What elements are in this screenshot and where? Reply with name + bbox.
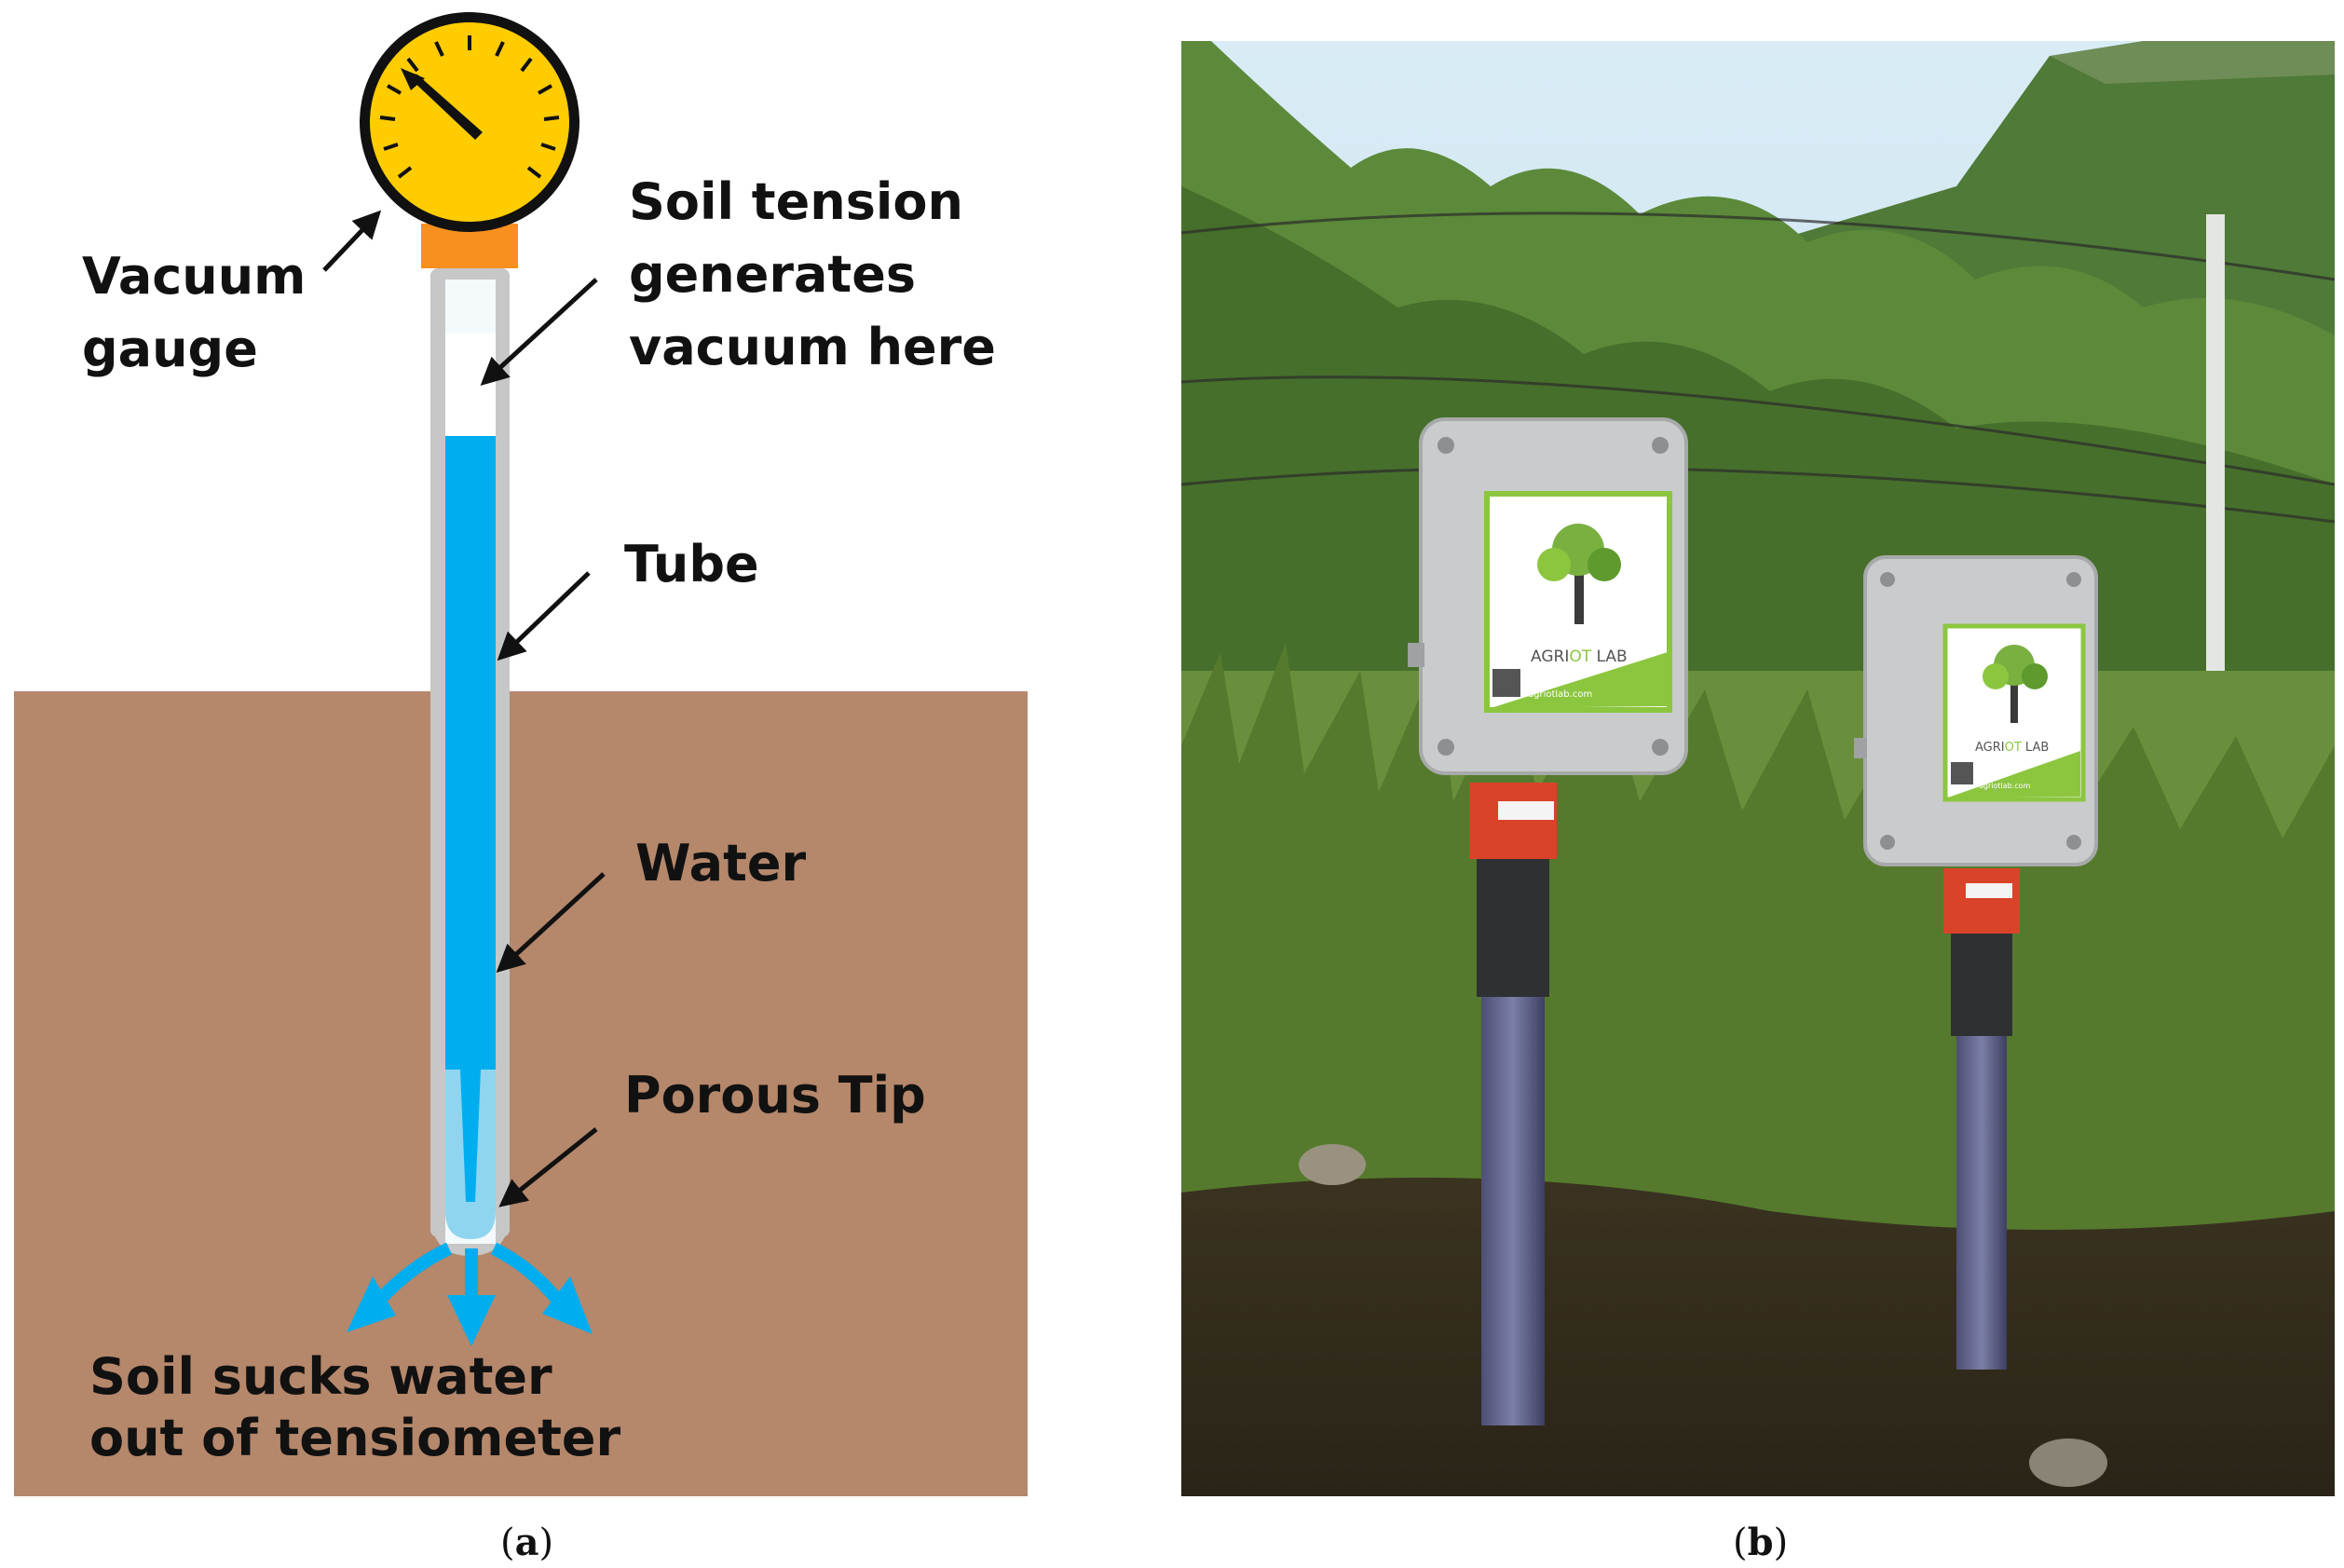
- label-soil-sucks-2: out of tensiometer: [89, 1409, 621, 1467]
- caption-a: (a): [500, 1520, 554, 1564]
- qr-code-left: [1492, 669, 1520, 697]
- gauge-needle: [402, 71, 483, 140]
- label-soil-tension-2: generates: [629, 245, 916, 304]
- label-soil-tension-1: Soil tension: [629, 172, 963, 231]
- porous-tip-inner: [460, 1070, 481, 1202]
- soil-area: [14, 691, 1028, 1496]
- water-column: [445, 436, 496, 1070]
- device-website-right: agriotlab.com: [1979, 782, 2031, 790]
- device-website-left: agriotlab.com: [1528, 689, 1592, 700]
- ground: [1181, 1178, 2335, 1496]
- label-vacuum-gauge-1: Vacuum: [82, 247, 306, 306]
- qr-code-right: [1951, 762, 1973, 784]
- leader-arrows: [322, 210, 606, 1207]
- label-soil-tension-3: vacuum here: [629, 318, 996, 376]
- panel-a: Vacuum gauge Soil tension generates vacu…: [14, 12, 1028, 1496]
- label-water: Water: [635, 834, 807, 893]
- device-brand-right: AGRIOT LAB: [1975, 741, 2049, 755]
- panel-b-photo: AGRIOT LAB agriotlab.com AG: [1181, 41, 2335, 1496]
- pipe-left: [1481, 988, 1545, 1425]
- tensiometer-device-right: AGRIOT LAB agriotlab.com: [1854, 555, 2098, 1370]
- gauge-ticks: [379, 35, 560, 179]
- label-soil-sucks-1: Soil sucks water: [89, 1347, 552, 1406]
- vacuum-gauge: [360, 12, 579, 232]
- collar-left: [1469, 783, 1557, 859]
- vacuum-region: [445, 334, 496, 436]
- tensiometer-device-left: AGRIOT LAB agriotlab.com: [1408, 417, 1688, 1425]
- pipe-right: [1956, 1025, 2007, 1370]
- label-porous-tip: Porous Tip: [624, 1066, 926, 1125]
- trellis-post: [2206, 214, 2225, 736]
- outflow-arrows: [347, 1242, 593, 1346]
- label-tube: Tube: [624, 535, 759, 593]
- device-brand-left: AGRIOT LAB: [1531, 648, 1628, 666]
- collar-right: [1943, 868, 2020, 934]
- caption-b: (b): [1733, 1520, 1789, 1564]
- label-vacuum-gauge-2: gauge: [82, 320, 258, 378]
